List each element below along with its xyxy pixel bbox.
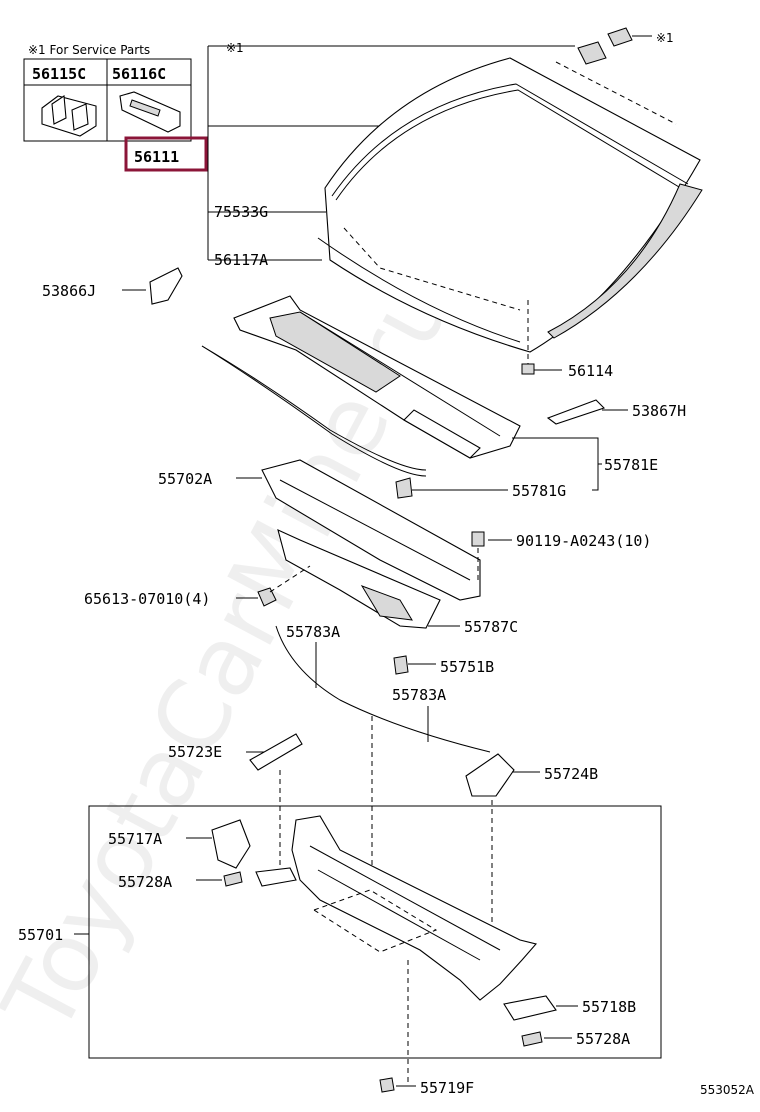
- service-note: ※1 For Service Parts: [28, 43, 150, 57]
- service-parts-box: ※1 For Service Parts 56115C 56116C: [23, 43, 192, 142]
- label-56111[interactable]: 56111: [134, 148, 179, 166]
- clip-56115C-illustration: [41, 95, 97, 137]
- cowl-lower-panel-55701: [291, 815, 538, 1001]
- label-55718B[interactable]: 55718B: [582, 998, 636, 1016]
- bracket-55717A: [211, 819, 251, 869]
- cowl-panel-55702A: [261, 459, 481, 601]
- label-65613-07010[interactable]: 65613-07010(4): [84, 590, 210, 608]
- label-53867H[interactable]: 53867H: [632, 402, 686, 420]
- label-55728A-1[interactable]: 55728A: [118, 873, 172, 891]
- bracket-55718B: [503, 995, 557, 1021]
- label-55728A-2[interactable]: 55728A: [576, 1030, 630, 1048]
- label-55724B[interactable]: 55724B: [544, 765, 598, 783]
- bracket-55723E: [249, 733, 303, 771]
- bracket-53867H: [546, 399, 606, 425]
- clip-top-right: [577, 27, 652, 65]
- label-55787C[interactable]: 55787C: [464, 618, 518, 636]
- label-55781G[interactable]: 55781G: [512, 482, 566, 500]
- clip-56116C-illustration: [119, 91, 181, 133]
- highlight-box-56111: [124, 136, 208, 172]
- label-55719F[interactable]: 55719F: [420, 1079, 474, 1097]
- seal-strip-55781G: [201, 345, 427, 471]
- leader-56111: [207, 45, 575, 261]
- label-56114[interactable]: 56114: [568, 362, 613, 380]
- label-56117A[interactable]: 56117A: [214, 251, 268, 269]
- cowl-top-panel: [233, 295, 521, 459]
- diagram-id: 553052A: [700, 1083, 755, 1097]
- bracket-53866J: [149, 267, 183, 305]
- label-90119-A0243[interactable]: 90119-A0243(10): [516, 532, 651, 550]
- label-55783A-1[interactable]: 55783A: [286, 623, 340, 641]
- label-55723E[interactable]: 55723E: [168, 743, 222, 761]
- label-75533G[interactable]: 75533G: [214, 203, 268, 221]
- marker-right: ※1: [656, 31, 674, 45]
- label-53866J[interactable]: 53866J: [42, 282, 96, 300]
- service-part-56115C[interactable]: 56115C: [32, 65, 86, 83]
- label-55701[interactable]: 55701: [18, 926, 63, 944]
- label-55717A[interactable]: 55717A: [108, 830, 162, 848]
- marker-left: ※1: [226, 41, 244, 55]
- service-part-56116C[interactable]: 56116C: [112, 65, 166, 83]
- bracket-55724B: [465, 753, 515, 797]
- label-55751B[interactable]: 55751B: [440, 658, 494, 676]
- label-55702A[interactable]: 55702A: [158, 470, 212, 488]
- windshield-glass: [324, 57, 703, 364]
- label-55781E[interactable]: 55781E: [604, 456, 658, 474]
- assembly-frame-55701: [88, 805, 662, 1059]
- label-55783A-2[interactable]: 55783A: [392, 686, 446, 704]
